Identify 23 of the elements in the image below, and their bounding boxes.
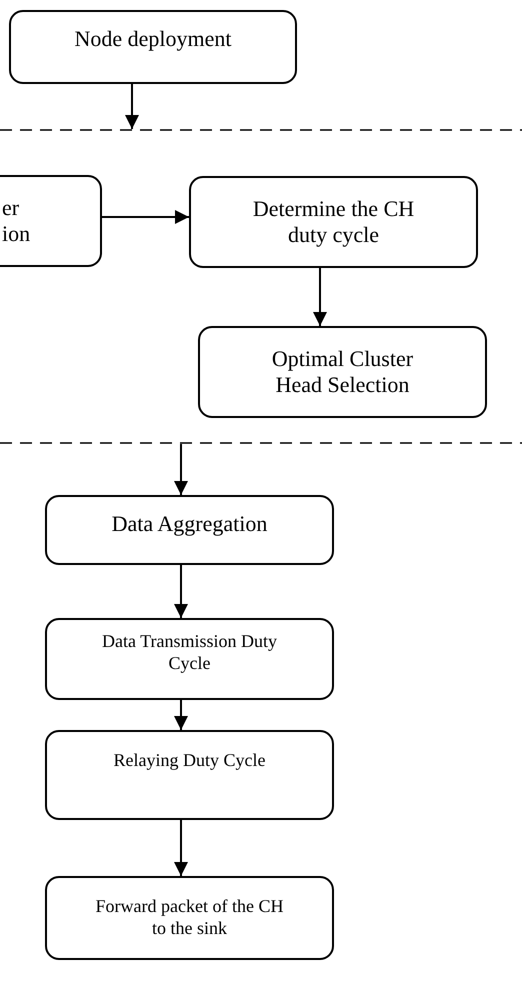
arrow [174, 444, 188, 495]
arrow [125, 84, 139, 129]
process-box [45, 495, 334, 565]
process-box [45, 618, 334, 700]
box-label: er ion [2, 194, 32, 248]
process-box [189, 176, 478, 268]
process-box [45, 876, 334, 960]
process-box [45, 730, 334, 820]
box-label: Determine the CH duty cycle [252, 196, 416, 248]
box-label: Node deployment [74, 26, 232, 52]
arrow [174, 700, 188, 730]
process-box [9, 10, 297, 84]
box-label: Data Aggregation [112, 510, 268, 538]
arrow [102, 210, 189, 224]
box-label: Optimal Cluster Head Selection [270, 346, 414, 398]
arrow [174, 820, 188, 876]
process-box [0, 175, 102, 267]
process-box [198, 326, 487, 418]
box-label: Relaying Duty Cycle [114, 750, 266, 772]
box-label: Forward packet of the CH to the sink [94, 896, 284, 940]
arrow [313, 268, 327, 326]
arrow [174, 565, 188, 618]
box-label: Data Transmission Duty Cycle [100, 631, 278, 675]
